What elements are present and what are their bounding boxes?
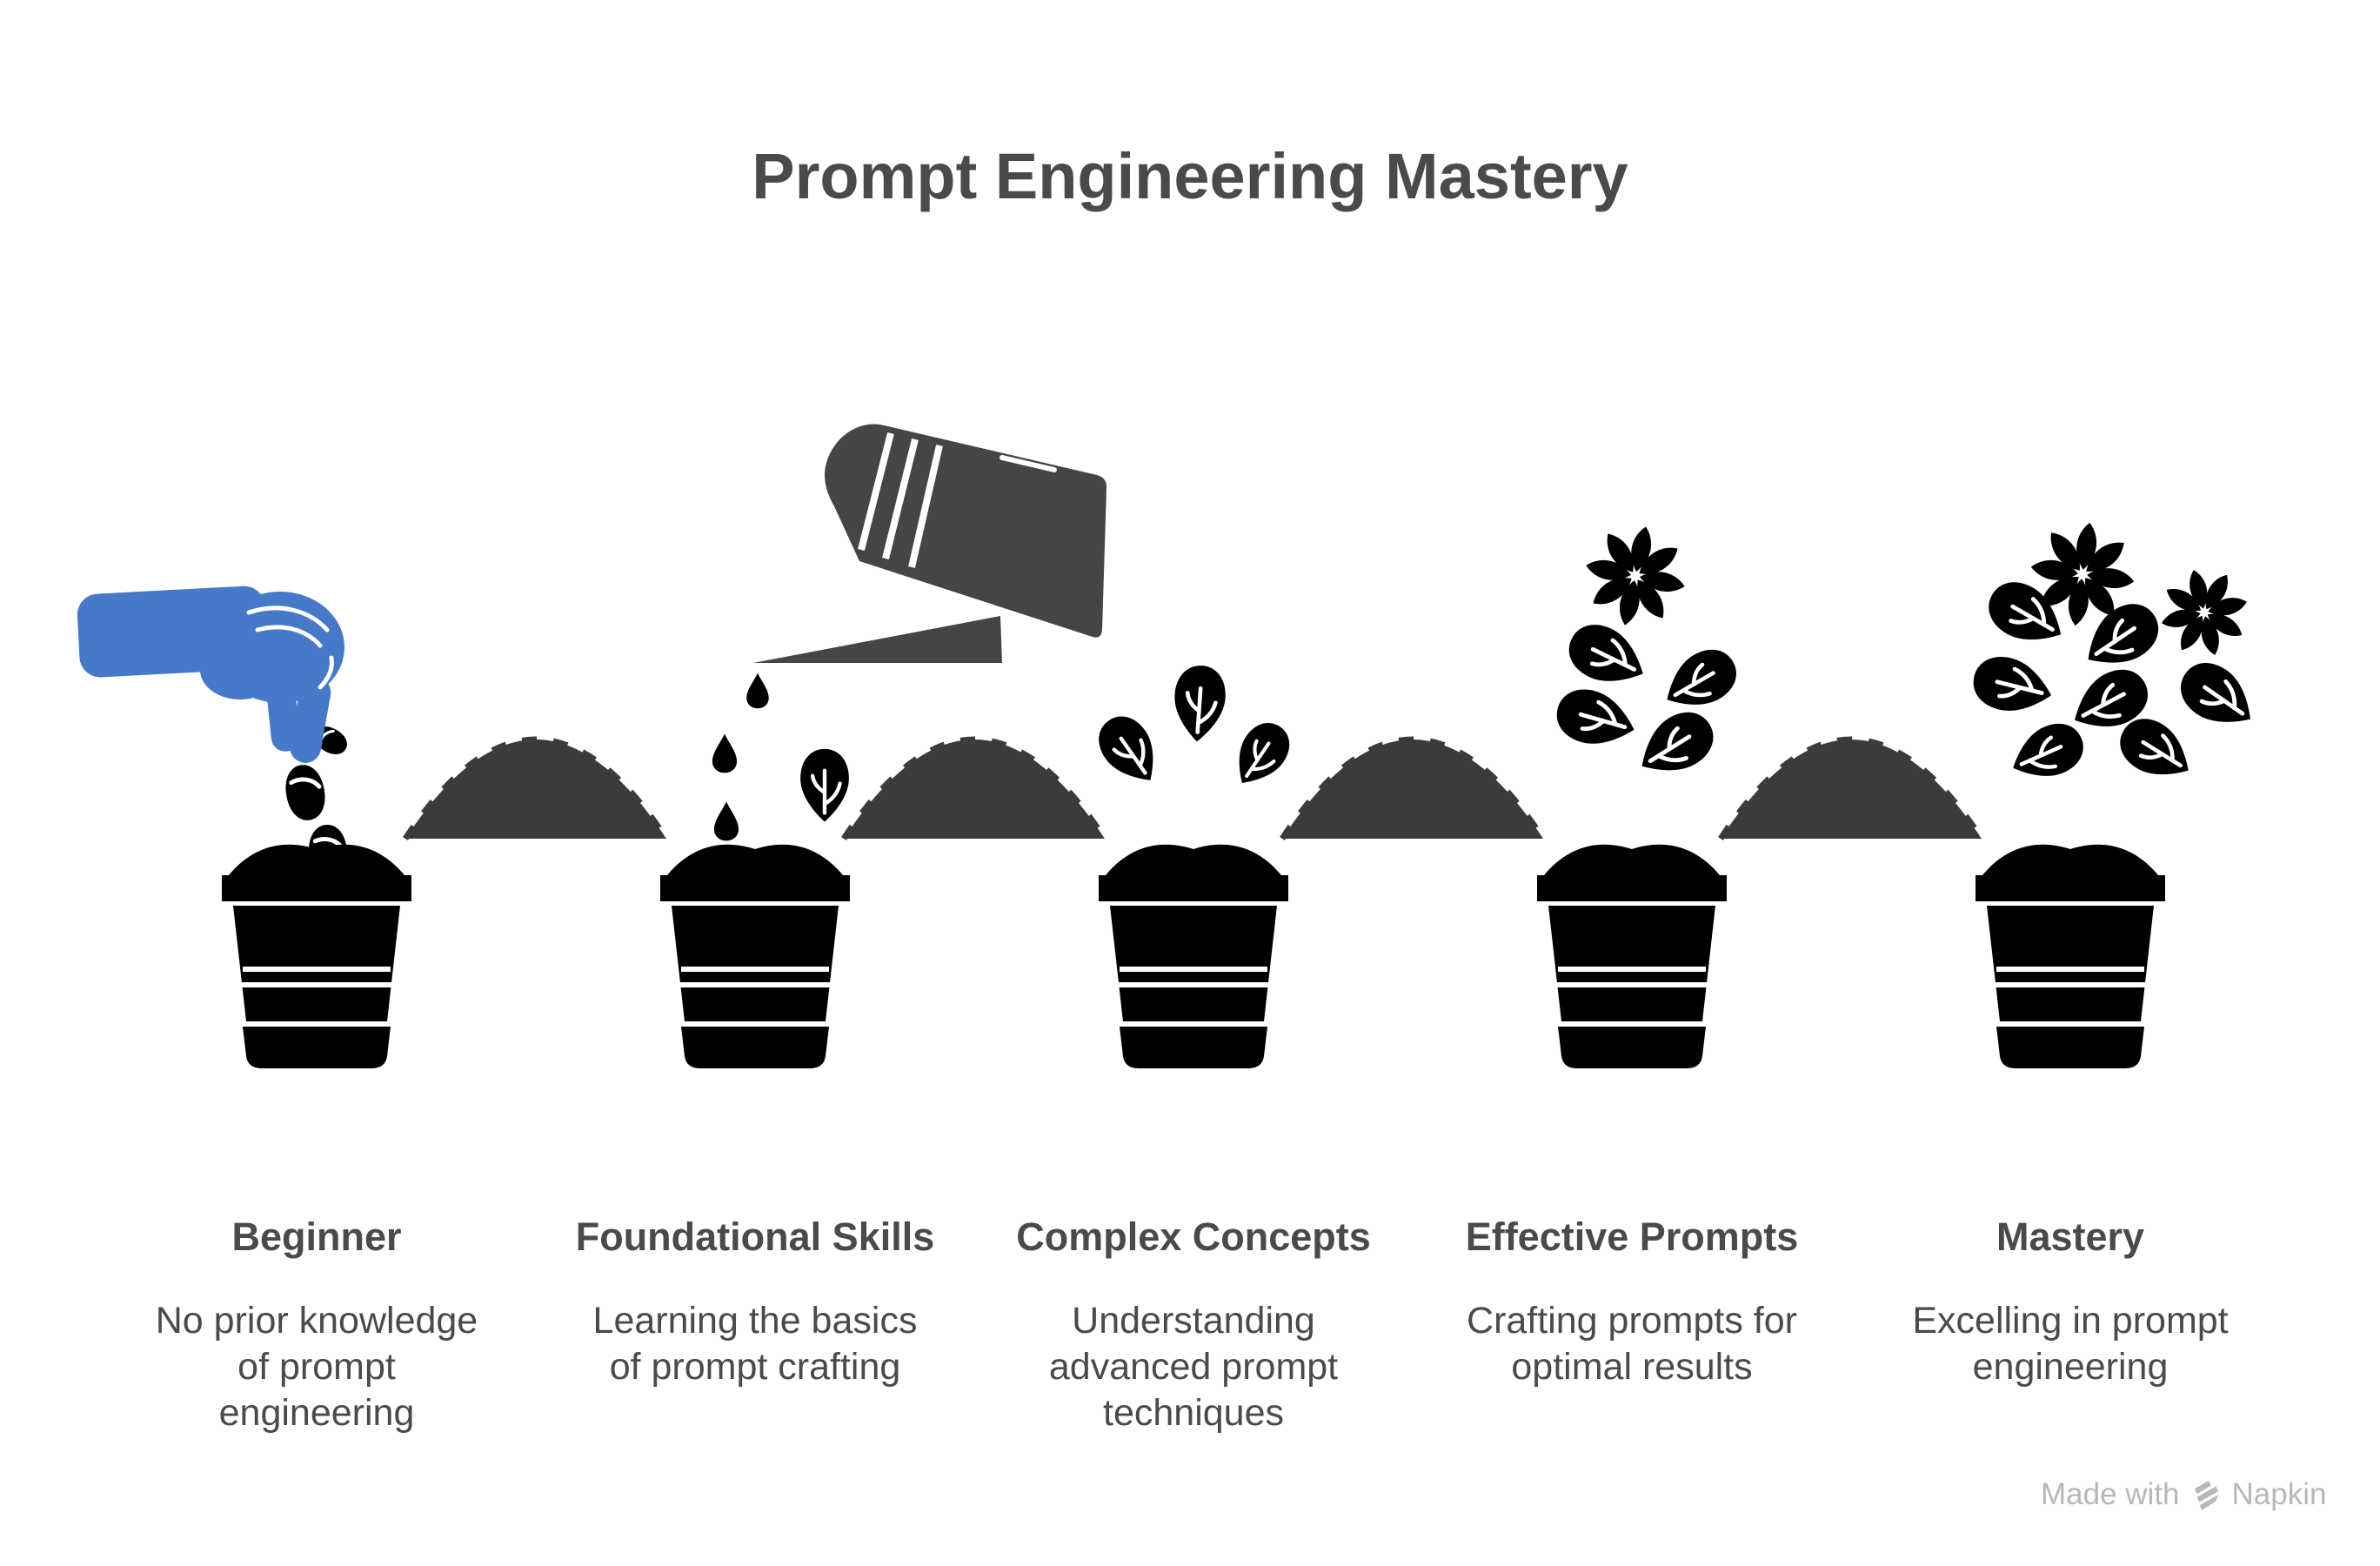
stage-foundational-skills: Foundational Skills Learning the basics …: [536, 400, 1107, 1531]
page-title: Prompt Engineering Mastery: [752, 140, 1628, 212]
plant-pot-icon: [217, 837, 417, 1072]
napkin-logo-icon: [2194, 1480, 2218, 1510]
connector-arc: [403, 736, 669, 840]
watermark-text: Made with: [2041, 1477, 2180, 1511]
plant-pot-icon: [1093, 837, 1294, 1072]
watermark-brand: Napkin: [2231, 1477, 2327, 1511]
connector-arc: [1718, 736, 1984, 840]
pouring-soil-bag-icon: [753, 424, 1107, 663]
stage-effective-prompts: Effective Prompts Crafting prompts for o…: [1413, 400, 1851, 1531]
connector-arc: [841, 736, 1107, 840]
stage-description: Learning the basics of prompt crafting: [592, 1300, 918, 1388]
stage-description: Understanding advanced prompt techniques: [1048, 1300, 1339, 1434]
stage-label: Complex Concepts: [1016, 1215, 1371, 1259]
hand-planting-seeds-icon: [77, 586, 344, 763]
water-drop-icon: [710, 733, 739, 774]
stage-description: Crafting prompts for optimal results: [1467, 1300, 1797, 1388]
stage-beginner: Beginner No prior knowledge of prompt en…: [77, 400, 536, 1531]
plant-pot-icon: [1970, 837, 2170, 1072]
stage-label: Mastery: [1996, 1215, 2145, 1259]
water-drop-icon: [745, 672, 771, 710]
watermark: Made with Napkin: [2041, 1477, 2326, 1512]
plant-pot-icon: [1532, 837, 1732, 1072]
stage-label: Beginner: [231, 1215, 402, 1259]
stage-label: Effective Prompts: [1465, 1215, 1799, 1259]
stage-description: Excelling in prompt engineering: [1912, 1300, 2229, 1388]
stage-complex-concepts: Complex Concepts Understanding advanced …: [974, 400, 1413, 1531]
stage-label: Foundational Skills: [575, 1215, 935, 1259]
connector-arc: [1280, 736, 1546, 840]
stage-mastery: Mastery Excelling in prompt engineering: [1851, 400, 2290, 1531]
stage-description: No prior knowledge of prompt engineering: [155, 1300, 478, 1434]
water-drop-icon: [712, 800, 741, 842]
